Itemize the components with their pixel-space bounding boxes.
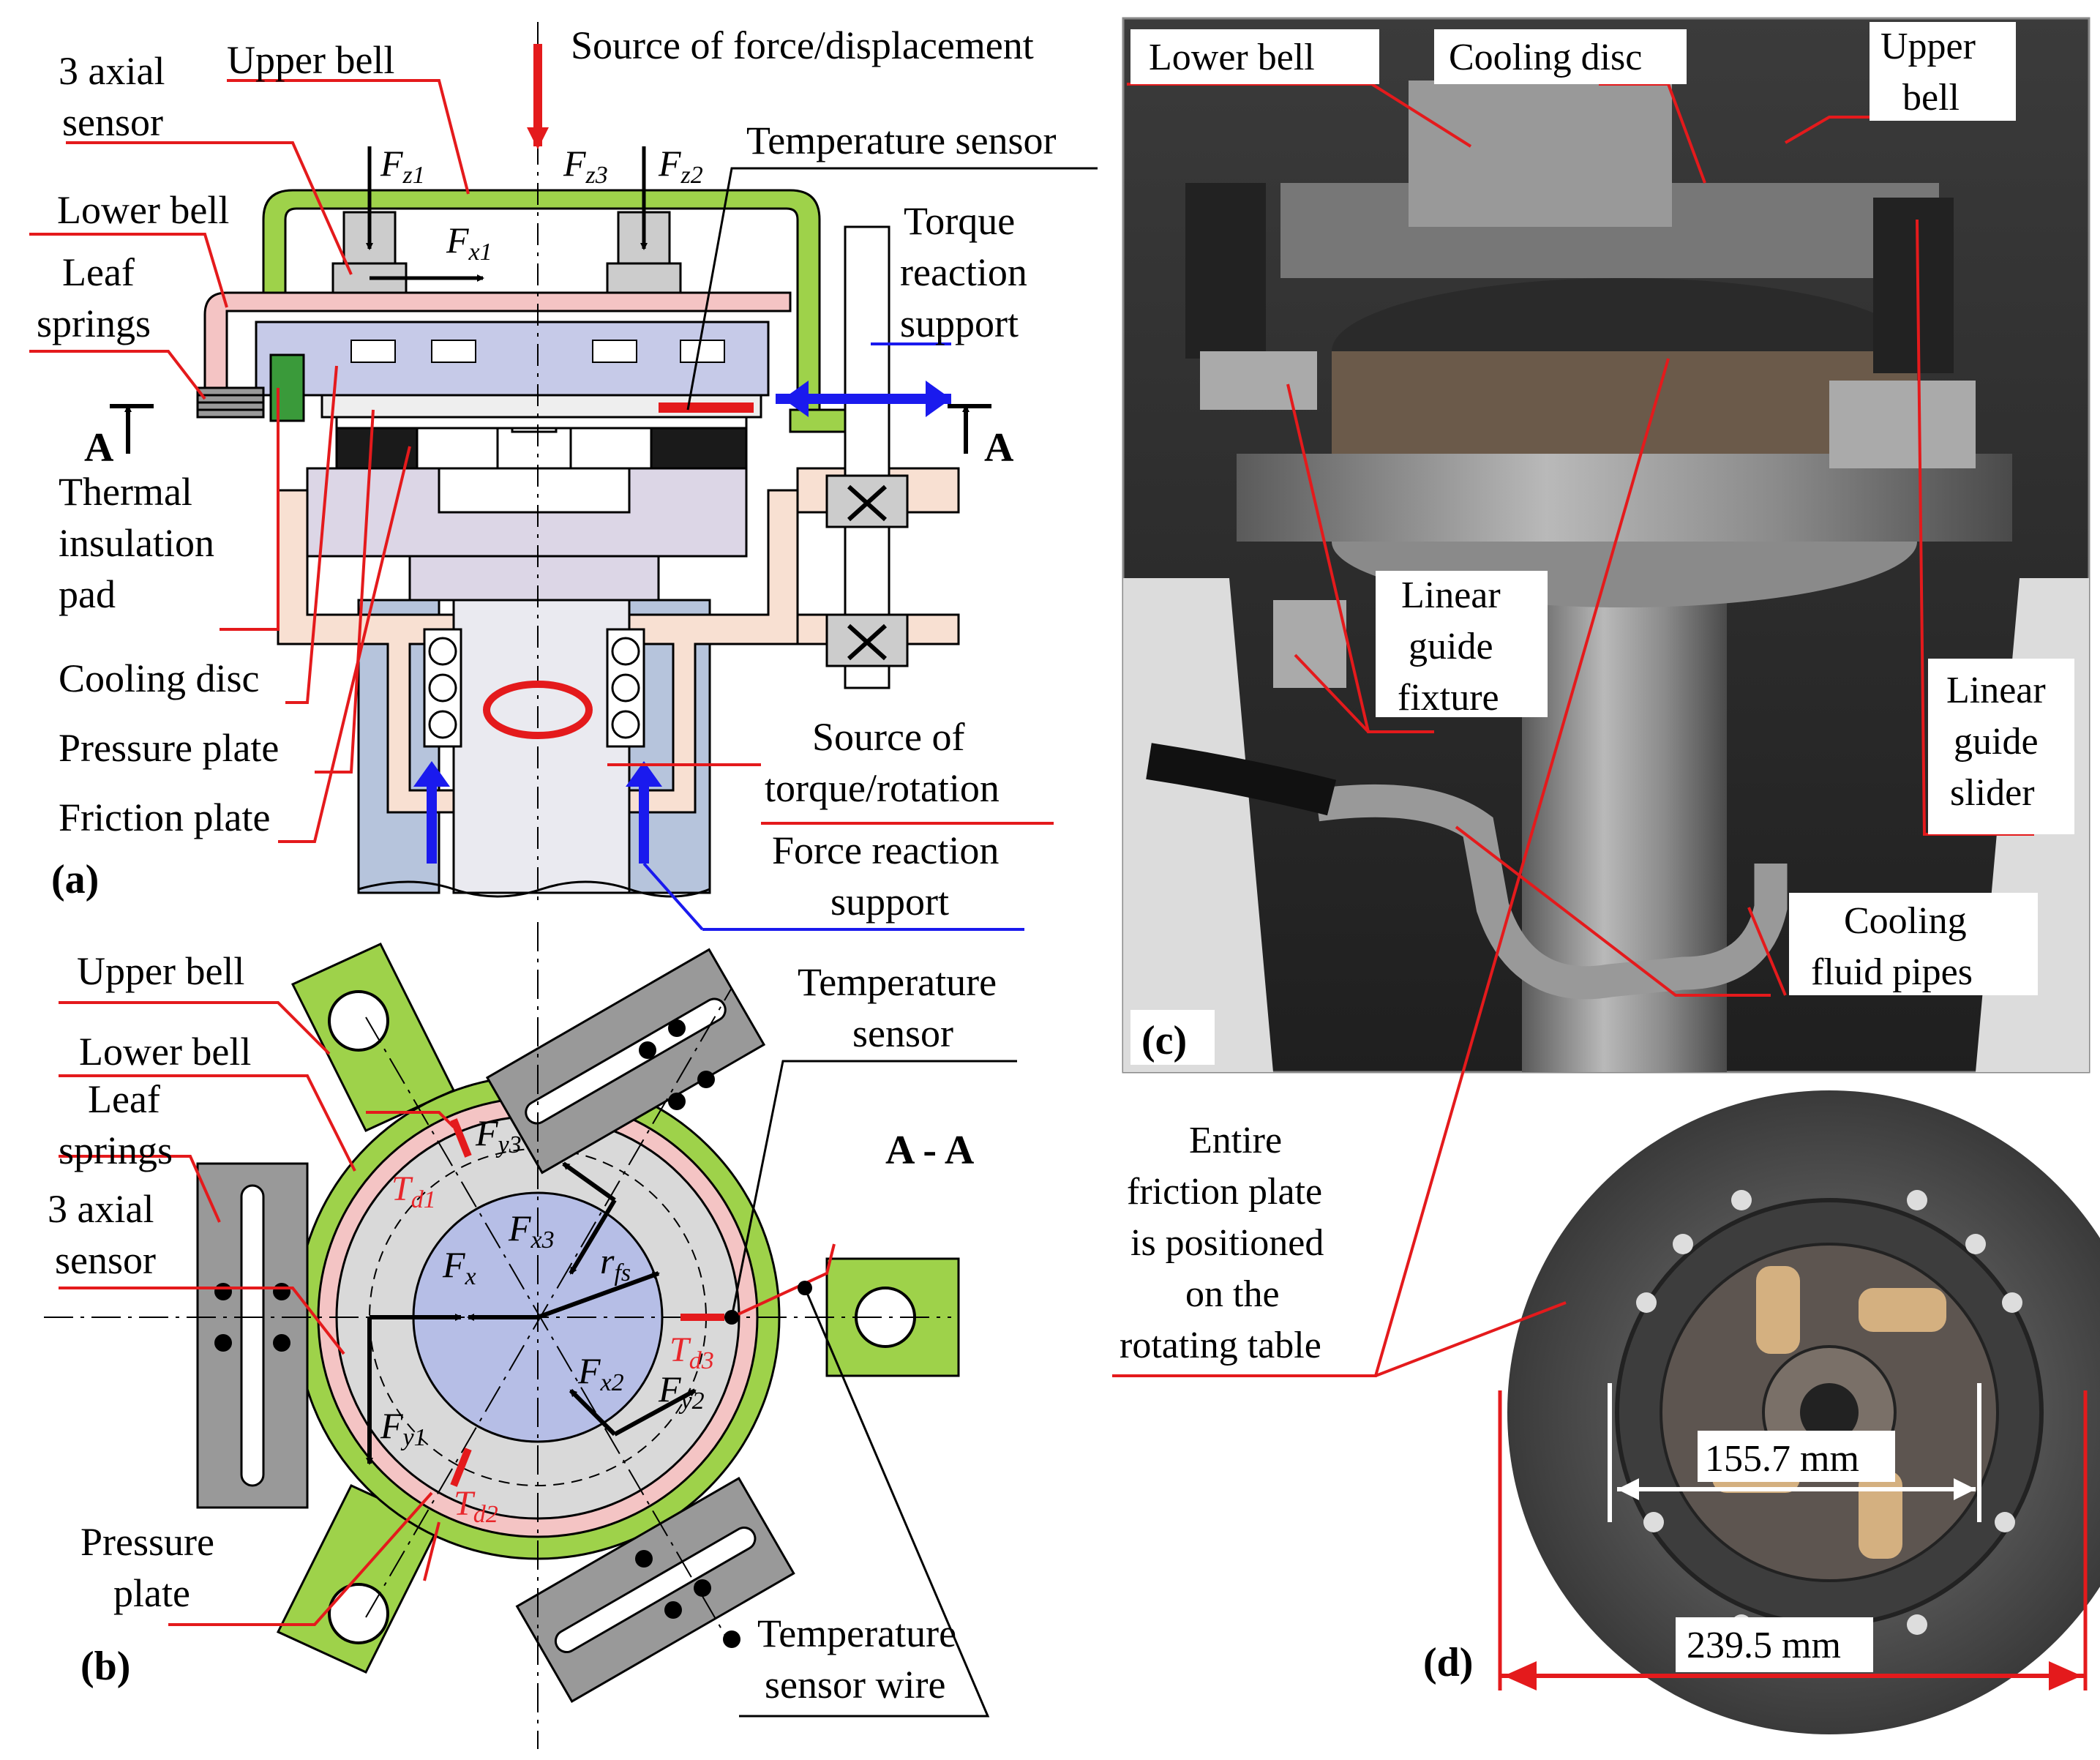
leaders-d — [1112, 358, 1670, 1377]
rotation-arrow — [483, 681, 593, 739]
panel-d-tag: (d) — [1423, 1640, 1473, 1685]
bearing-left — [423, 628, 462, 748]
label-c-lgf-1: Linear — [1401, 574, 1501, 616]
label-c-cooling-disc: Cooling disc — [1449, 37, 1642, 78]
label-c-pipes-2: fluid pipes — [1811, 951, 1973, 993]
label-b-3axial-2: sensor — [55, 1238, 156, 1282]
label-a-torque-2: reaction — [900, 250, 1027, 294]
dim-outer — [1498, 1390, 2088, 1690]
friction-plate-left — [335, 423, 419, 470]
label-b-wire-2: sensor wire — [765, 1663, 945, 1707]
label-a-3axial-2: sensor — [62, 100, 163, 144]
leaf-springs-a — [196, 386, 265, 419]
label-d-caption-3: is positioned — [1130, 1222, 1324, 1264]
sym-fx: Fx — [442, 1244, 476, 1290]
panel-c-tag: (c) — [1141, 1018, 1187, 1063]
label-a-thermal-3: pad — [59, 572, 116, 616]
sym-td1: Td1 — [391, 1169, 436, 1213]
torque-support-shaft — [844, 225, 890, 689]
label-b-upper-bell: Upper bell — [77, 949, 244, 993]
sym-fz2: Fz2 — [658, 143, 703, 189]
label-a-torque-1: Torque — [904, 199, 1015, 243]
sym-fy2: Fy2 — [658, 1368, 705, 1415]
section-a-left: A — [84, 425, 114, 471]
label-a-friction-plate: Friction plate — [59, 795, 270, 839]
leaders-c — [1127, 83, 2034, 997]
label-a-lower-bell: Lower bell — [57, 188, 229, 232]
label-b-lower-bell: Lower bell — [79, 1030, 251, 1074]
shaft — [452, 599, 631, 894]
label-b-leaf-2: springs — [59, 1128, 173, 1172]
label-a-torque-3: support — [900, 302, 1019, 345]
section-aa: A - A — [885, 1128, 975, 1173]
dim-outer-label: 239.5 mm — [1687, 1625, 1841, 1666]
label-c-upper-1: Upper — [1880, 26, 1976, 67]
section-a-right: A — [984, 425, 1014, 471]
label-a-temp-sensor: Temperature sensor — [746, 119, 1057, 162]
label-b-leaf-1: Leaf — [88, 1077, 160, 1121]
label-d-caption-5: rotating table — [1120, 1325, 1321, 1366]
label-b-3axial-1: 3 axial — [48, 1187, 154, 1231]
sym-rfs: rfs — [600, 1240, 631, 1287]
label-a-thermal-1: Thermal — [59, 470, 192, 514]
lower-bell-a — [203, 291, 792, 419]
label-c-lgf-2: guide — [1409, 626, 1493, 667]
label-a-force-reaction-1: Force reaction — [772, 828, 999, 872]
dim-inner-label: 155.7 mm — [1705, 1438, 1859, 1480]
label-a-force-reaction-2: support — [830, 880, 949, 924]
label-b-pressure-2: plate — [113, 1571, 190, 1615]
label-b-wire-1: Temperature — [757, 1611, 956, 1655]
panel-a-tag: (a) — [51, 857, 99, 902]
sym-td2: Td2 — [454, 1484, 498, 1528]
label-a-pressure-plate: Pressure plate — [59, 726, 279, 770]
panel-a-diagram — [29, 22, 1098, 931]
label-a-thermal-2: insulation — [59, 521, 214, 565]
label-a-cooling-disc: Cooling disc — [59, 656, 260, 700]
hub-neck — [408, 555, 660, 602]
label-c-lower-bell: Lower bell — [1149, 37, 1315, 78]
label-b-temp-2: sensor — [852, 1011, 953, 1055]
sym-fy3: Fy3 — [475, 1112, 522, 1158]
label-a-3axial-1: 3 axial — [59, 49, 165, 93]
leaders-a — [29, 79, 761, 843]
leaders-b — [59, 1001, 836, 1626]
label-d-caption-4: on the — [1185, 1273, 1280, 1315]
sym-fx2: Fx2 — [577, 1350, 624, 1396]
sym-fy1: Fy1 — [380, 1405, 427, 1451]
thermal-pad — [269, 353, 305, 422]
label-b-temp-1: Temperature — [798, 960, 997, 1004]
housing-right — [628, 489, 799, 814]
label-c-upper-2: bell — [1902, 77, 1960, 119]
panel-b-tag: (b) — [80, 1644, 130, 1689]
bearing-right — [606, 628, 645, 748]
sym-td3: Td3 — [670, 1330, 714, 1374]
friction-plate-right — [650, 423, 748, 470]
label-a-leaf-1: Leaf — [62, 250, 135, 294]
label-c-lgf-3: fixture — [1398, 677, 1499, 719]
housing-left — [277, 489, 455, 814]
panel-b-diagram — [44, 922, 1017, 1749]
panel-c-photo — [1122, 17, 2090, 1074]
label-a-source-torque-1: Source of — [812, 715, 964, 759]
label-a-upper-bell: Upper bell — [227, 38, 394, 82]
temp-sensor-a — [659, 402, 754, 413]
sym-fz1: Fz1 — [380, 143, 425, 189]
sym-fx1: Fx1 — [446, 220, 492, 266]
label-a-source-torque-2: torque/rotation — [765, 766, 1000, 810]
label-b-pressure-1: Pressure — [80, 1520, 214, 1564]
label-c-lgs-2: guide — [1954, 721, 2039, 763]
label-d-caption-1: Entire — [1189, 1120, 1282, 1161]
label-c-lgs-3: slider — [1950, 772, 2035, 814]
label-a-source-force: Source of force/displacement — [571, 23, 1034, 67]
sym-fz3: Fz3 — [563, 143, 608, 189]
label-d-caption-2: friction plate — [1127, 1171, 1322, 1213]
label-c-pipes-1: Cooling — [1844, 900, 1967, 942]
label-c-lgs-1: Linear — [1946, 670, 2046, 711]
dim-inner — [1608, 1383, 1981, 1522]
label-a-leaf-2: springs — [37, 302, 151, 345]
sym-fx3: Fx3 — [508, 1207, 555, 1254]
